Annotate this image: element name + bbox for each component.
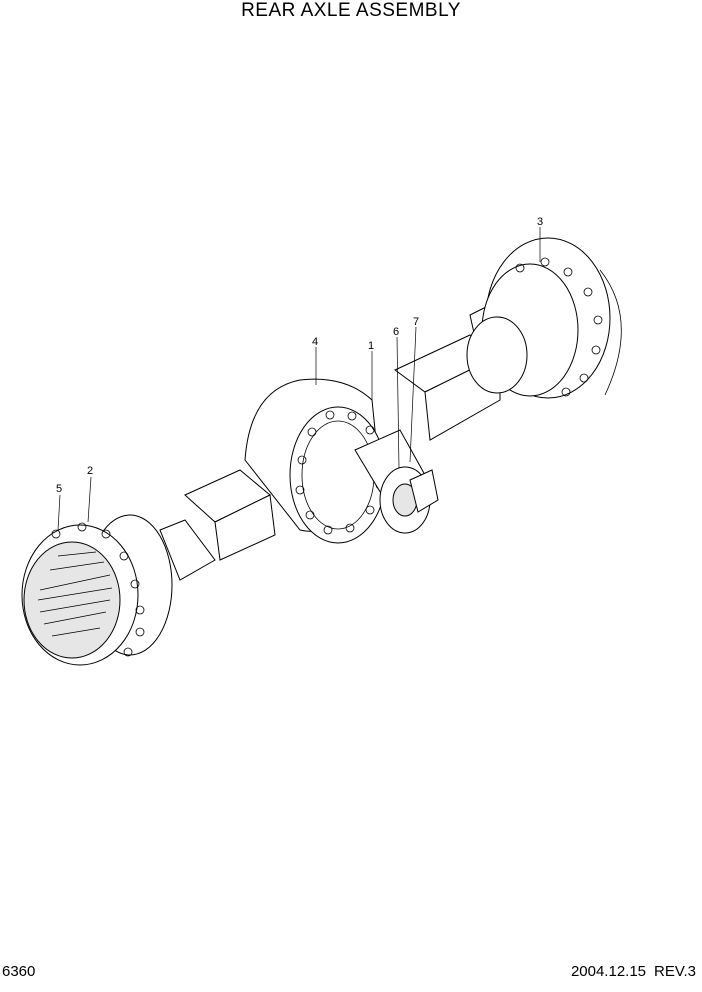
- callout-leaders: [57, 227, 541, 531]
- callout-2: 2: [87, 465, 93, 477]
- revision-number: REV.3: [654, 963, 696, 980]
- page-title: REAR AXLE ASSEMBLY: [241, 0, 461, 21]
- callout-4: 4: [312, 336, 318, 348]
- right-wheel-hub: [466, 237, 622, 399]
- drive-yoke: [354, 429, 439, 534]
- callout-6: 6: [393, 326, 399, 338]
- revision-date: 2004.12.15: [570, 963, 647, 980]
- callout-labels: 3 4 1 6 7 2 5: [56, 216, 543, 495]
- callout-5: 5: [56, 483, 62, 495]
- revision-info: 2004.12.15 REV.3: [571, 963, 696, 980]
- page-code: 6360: [2, 963, 36, 980]
- left-wheel-hub: [21, 514, 173, 666]
- callout-7: 7: [413, 316, 419, 328]
- callout-1: 1: [368, 340, 374, 352]
- left-axle-housing: [159, 469, 276, 581]
- differential-housing: [244, 378, 387, 544]
- callout-3: 3: [537, 216, 543, 228]
